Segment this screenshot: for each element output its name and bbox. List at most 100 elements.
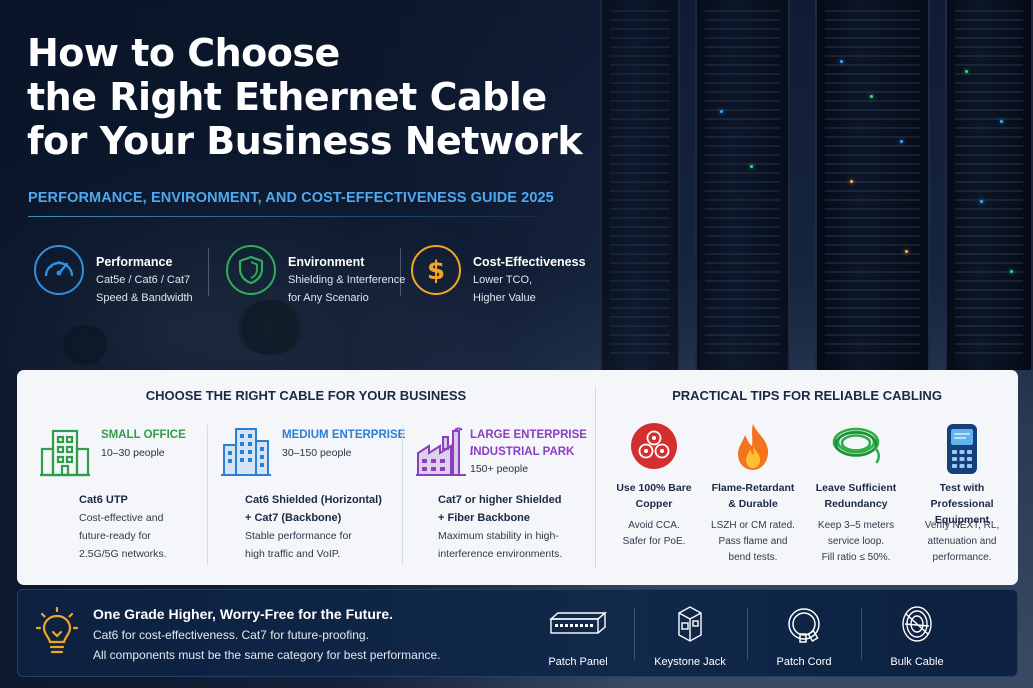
tip-desc-line: performance. [932,552,992,563]
tip-desc-line: bend tests. [728,552,778,563]
component-label: Patch Cord [776,656,832,668]
page-subtitle: PERFORMANCE, ENVIRONMENT, AND COST-EFFEC… [28,190,554,206]
dollar-icon: $ [411,245,461,295]
business-recommendation: Cat6 Shielded (Horizontal) [245,494,382,506]
tip-desc-line: Avoid CCA. [628,520,680,531]
component-keystone-jack: Keystone Jack [635,604,745,668]
business-name: SMALL OFFICE [101,429,186,441]
business-name: MEDIUM ENTERPRISE [282,429,406,441]
business-description: interference environments. [438,548,563,560]
tip-title-line: Flame-Retardant [711,482,795,494]
tip-title-line: & Durable [728,498,778,510]
bulk-cable-icon [862,604,972,644]
business-divider [402,425,403,565]
panel-divider [595,386,596,569]
business-description: Maximum stability in high- [438,530,559,542]
speedometer-icon [34,245,84,295]
business-description: 2.5G/5G networks. [79,548,167,560]
tip-title-line: Use 100% Bare [616,482,692,494]
business-name: LARGE ENTERPRISE / [470,429,587,458]
tip-description: Keep 3–5 meters service loop. Fill ratio ≤… [806,518,906,566]
tip-desc-line: Verify NEXT, RL, [924,520,1000,531]
tip-desc-line: LSZH or CM rated. [711,520,795,531]
component-label: Keystone Jack [654,656,726,668]
pillar-line: Lower TCO, [473,274,533,286]
tip-flame-retardant: Flame-Retardant & Durable LSZH or CM rate… [703,422,803,566]
business-recommendation: + Cat7 (Backbone) [245,512,342,524]
shield-icon [226,245,276,295]
tip-desc-line: attenuation and [927,536,997,547]
business-people: 10–30 people [101,447,165,459]
footer-text: All components must be the same category… [93,648,441,662]
title-line: the Right Ethernet Cable [27,75,547,119]
industrial-park-icon [415,427,467,484]
footer-banner: One Grade Higher, Worry-Free for the Fut… [17,589,1018,677]
business-people: 150+ people [470,463,529,475]
business-description: future-ready for [79,530,151,542]
medium-enterprise-building-icon [220,427,272,484]
title-line: for Your Business Network [27,119,583,163]
footer-headline: One Grade Higher, Worry-Free for the Fut… [93,606,394,622]
pillar-divider [400,248,401,296]
component-patch-panel: Patch Panel [523,604,633,668]
component-patch-cord: Patch Cord [749,604,859,668]
tip-desc-line: Fill ratio ≤ 50%. [821,552,891,563]
business-description: Cost-effective and [79,512,164,524]
cable-coil-icon [806,422,906,480]
title-line: How to Choose [27,31,340,75]
pillar-cost-effectiveness: $ Cost-Effectiveness Lower TCO, Higher V… [411,245,586,305]
tip-desc-line: service loop. [827,536,885,547]
business-name: INDUSTRIAL PARK [470,446,575,458]
pillar-performance: Performance Cat5e / Cat6 / Cat7 Speed & … [34,245,193,305]
tip-description: LSZH or CM rated. Pass flame and bend test… [703,518,803,566]
pillar-title: Performance [96,255,173,269]
tip-title-line: Equipment [934,514,990,526]
cable-tester-icon [907,422,1017,480]
tip-title-line: Redundancy [824,498,888,510]
footer-text: Cat6 for cost-effectiveness. Cat7 for fu… [93,628,369,642]
svg-text:$: $ [427,256,445,286]
pillar-line: Higher Value [473,292,536,304]
lightbulb-icon [35,606,79,663]
tip-title-line: Copper [635,498,673,510]
subtitle-divider [28,216,538,217]
tip-title-line: Leave Sufficient [815,482,897,494]
business-divider [207,425,208,565]
business-description: Stable performance for [245,530,352,542]
patch-cord-icon [749,604,859,644]
tip-desc-line: Safer for PoE. [622,536,686,547]
flame-icon [703,422,803,480]
business-card-small-office: SMALL OFFICE 10–30 people Cat6 UTP Cost-… [39,427,214,577]
keystone-jack-icon [635,604,745,644]
component-label: Patch Panel [548,656,608,668]
pillar-title: Cost-Effectiveness [473,255,586,269]
business-people: 30–150 people [282,447,352,459]
tip-title: Flame-Retardant & Durable [703,480,803,514]
main-panel: CHOOSE THE RIGHT CABLE FOR YOUR BUSINESS… [17,370,1018,585]
business-description: high traffic and VoIP. [245,548,341,560]
choose-section-title: CHOOSE THE RIGHT CABLE FOR YOUR BUSINESS [145,388,467,403]
tip-description: Verify NEXT, RL, attenuation and performan… [907,518,1017,566]
component-bulk-cable: Bulk Cable [862,604,972,668]
business-recommendation: Cat7 or higher Shielded [438,494,562,506]
pillar-divider [208,248,209,296]
pillar-line: Speed & Bandwidth [96,292,193,304]
pillar-line: for Any Scenario [288,292,369,304]
tip-desc-line: Pass flame and [718,536,788,547]
business-card-large-enterprise: LARGE ENTERPRISE / INDUSTRIAL PARK 150+ … [415,427,593,577]
component-label: Bulk Cable [890,656,944,668]
small-office-building-icon [39,427,91,484]
patch-panel-icon [523,604,633,644]
pillar-title: Environment [288,255,365,269]
business-card-medium-enterprise: MEDIUM ENTERPRISE 30–150 people Cat6 Shi… [220,427,410,577]
tip-desc-line: Keep 3–5 meters [817,520,895,531]
tip-title-line: Test with Professional [930,482,994,510]
component-divider [634,608,635,660]
pillar-line: Cat5e / Cat6 / Cat7 [96,274,191,286]
business-recommendation: Cat6 UTP [79,494,128,506]
